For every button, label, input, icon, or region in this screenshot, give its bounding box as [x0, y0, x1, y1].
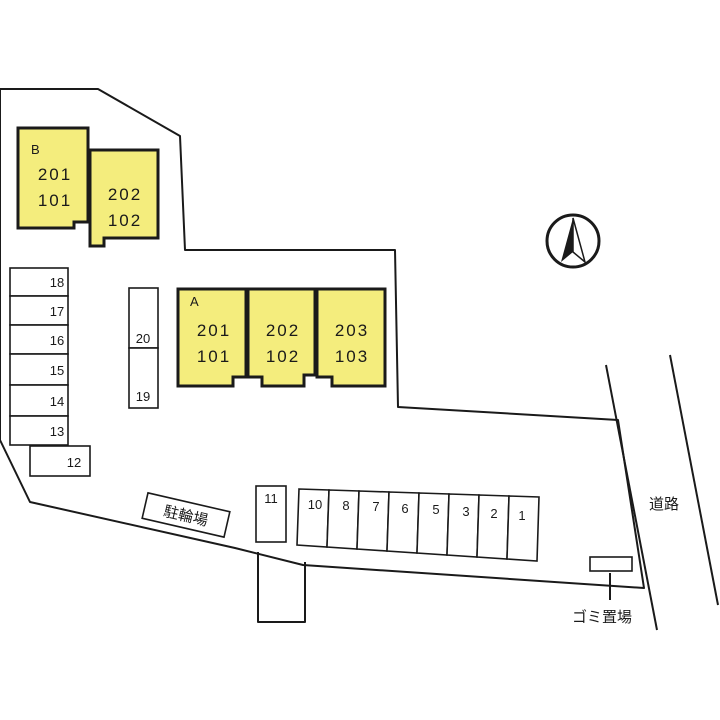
parking-label-6: 6: [401, 501, 408, 516]
parking-label-17: 17: [50, 304, 64, 319]
bicycle-parking-box: [141, 491, 231, 539]
north-arrow-icon: [545, 213, 601, 269]
parking-label-7: 7: [372, 499, 379, 514]
parking-label-11: 11: [264, 491, 278, 506]
parking-stall-20: [128, 287, 159, 349]
parking-label-8: 8: [342, 498, 349, 513]
parking-label-12: 12: [67, 455, 81, 470]
parking-stall-17: [9, 295, 69, 326]
building-a-unit-3-lower: 103: [335, 347, 369, 366]
parking-label-1: 1: [518, 508, 525, 523]
parking-label-5: 5: [432, 502, 439, 517]
parking-label-14: 14: [50, 394, 64, 409]
parking-label-15: 15: [50, 363, 64, 378]
building-a-name: A: [190, 294, 199, 309]
parking-stall-2: [476, 494, 510, 560]
building-a-unit-1-upper: 201: [197, 321, 231, 340]
building-b: B 201 101 202 102: [16, 126, 160, 248]
parking-stall-19: [128, 347, 159, 409]
parking-middle: 20 19: [128, 287, 159, 409]
parking-stall-16: [9, 324, 69, 355]
road-label: 道路: [649, 495, 679, 513]
building-b-unit-1-upper: 201: [38, 165, 72, 184]
parking-label-13: 13: [50, 424, 64, 439]
driveway: [257, 552, 306, 623]
building-b-unit-2: [88, 148, 160, 248]
parking-label-3: 3: [462, 504, 469, 519]
road-edge-left: [605, 364, 658, 631]
building-a-unit-2-lower: 102: [266, 347, 300, 366]
building-a-unit-1: [176, 287, 248, 388]
parking-stall-18: [9, 267, 69, 297]
parking-stall-15: [9, 353, 69, 386]
parking-label-19: 19: [136, 389, 150, 404]
property-boundary: [0, 88, 645, 589]
parking-bottom: 10 8 7 6 5 3 2 1: [296, 488, 540, 562]
bicycle-parking: 駐輪場: [141, 491, 231, 539]
building-a: A 201 101 202 102 203 103: [176, 287, 387, 388]
road-edge-right: [669, 354, 719, 606]
garbage-area: ゴミ置場: [572, 556, 633, 626]
parking-stall-1: [506, 495, 540, 562]
garbage-box: [589, 556, 633, 572]
building-a-unit-3-upper: 203: [335, 321, 369, 340]
building-b-unit-1-lower: 101: [38, 191, 72, 210]
building-a-unit-1-lower: 101: [197, 347, 231, 366]
parking-label-10: 10: [308, 497, 322, 512]
parking-label-20: 20: [136, 331, 150, 346]
parking-label-2: 2: [490, 506, 497, 521]
building-a-unit-2: [246, 287, 317, 388]
parking-label-18: 18: [50, 275, 64, 290]
building-a-unit-3: [315, 287, 387, 388]
parking-label-16: 16: [50, 333, 64, 348]
building-b-name: B: [31, 142, 40, 157]
parking-stall-12: [29, 445, 91, 477]
building-b-unit-1: [16, 126, 90, 230]
building-b-unit-2-lower: 102: [108, 211, 142, 230]
parking-left: 18 17 16 15 14 13: [9, 267, 69, 446]
building-a-unit-2-upper: 202: [266, 321, 300, 340]
parking-stall-11: [255, 485, 287, 543]
garbage-label: ゴミ置場: [572, 608, 632, 626]
parking-stall-14: [9, 384, 69, 417]
parking-stall-13: [9, 415, 69, 446]
building-b-unit-2-upper: 202: [108, 185, 142, 204]
